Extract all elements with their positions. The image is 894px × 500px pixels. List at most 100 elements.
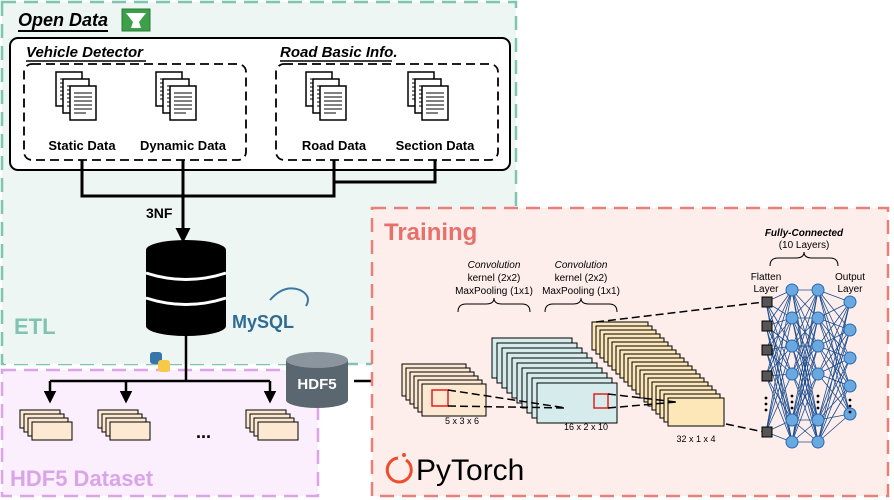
- dataset-file-stack-3: [245, 409, 299, 441]
- fc-connection: [817, 373, 851, 415]
- hidden-neuron: [785, 283, 799, 297]
- open-data-logo-icon: [121, 8, 151, 32]
- ellipsis-dot: [848, 398, 852, 402]
- dataset-file-stack-1: [19, 409, 73, 441]
- flatten-node: [761, 320, 773, 332]
- dim-label-1: 5 x 3 x 6: [445, 416, 479, 426]
- mysql-logo-icon: MySQL: [232, 287, 309, 332]
- dim-label-3: 32 x 1 x 4: [676, 434, 715, 444]
- hidden-neuron: [785, 311, 799, 325]
- etl-label: ETL: [14, 314, 56, 339]
- ellipsis-dot: [764, 402, 768, 406]
- flatten-node: [761, 370, 773, 382]
- database-icon: [145, 240, 227, 336]
- fc-brace: [769, 251, 839, 267]
- nf-label: 3NF: [146, 205, 173, 221]
- hidden-neuron: [811, 339, 825, 353]
- hdf5-label: HDF5: [297, 376, 336, 393]
- fc-connection: [765, 325, 793, 375]
- open-data-title: Open Data: [18, 10, 108, 30]
- flatten-node: [761, 344, 773, 356]
- conv1-brace: [457, 297, 531, 313]
- fc-connection: [817, 301, 851, 375]
- hidden-neuron: [811, 283, 825, 297]
- training-title: Training: [384, 219, 477, 246]
- fc-connection: [817, 357, 851, 443]
- fc-connection: [765, 345, 793, 433]
- open-data-container: [9, 37, 511, 171]
- ellipsis-dot: [764, 396, 768, 400]
- road-data-label: Road Data: [302, 138, 367, 153]
- fc-connection: [817, 301, 851, 347]
- dim-label-2: 16 x 2 x 10: [564, 422, 608, 432]
- hidden-neuron: [811, 311, 825, 325]
- static-data-label: Static Data: [48, 138, 116, 153]
- output-label-2: Layer: [837, 284, 863, 295]
- output-neuron: [843, 323, 857, 337]
- projection-lines: [447, 301, 765, 433]
- fc-connection: [791, 373, 819, 443]
- fc-connection: [817, 329, 851, 421]
- dataset-title: HDF5 Dataset: [10, 466, 154, 491]
- output-neuron: [843, 379, 857, 393]
- fc-connection: [765, 289, 793, 377]
- dynamic-data-label: Dynamic Data: [140, 138, 227, 153]
- hidden-neuron: [811, 435, 825, 449]
- kernel-box-1: [431, 389, 449, 407]
- fc-title: Fully-Connected: [765, 228, 844, 239]
- kernel-box-2: [593, 393, 609, 409]
- pytorch-logo-icon: [385, 453, 413, 484]
- fc-connection: [765, 289, 793, 327]
- flatten-node: [761, 296, 773, 308]
- hidden-neuron: [785, 367, 799, 381]
- output-neuron: [843, 407, 857, 421]
- ellipsis-dot: [848, 410, 852, 414]
- fc-connection: [765, 301, 793, 375]
- pytorch-label: PyTorch: [416, 454, 524, 487]
- road-basic-group: [275, 63, 499, 161]
- python-logo-icon: [150, 352, 170, 372]
- conv2-pool: MaxPooling (1x1): [542, 286, 620, 297]
- ellipsis-dot: [790, 400, 794, 404]
- fc-connection: [765, 317, 793, 433]
- ellipsis-dot: [790, 406, 794, 410]
- fc-network: [761, 283, 857, 449]
- fc-sub: (10 Layers): [779, 240, 830, 251]
- fc-connection: [791, 373, 819, 421]
- fc-connection: [765, 375, 793, 443]
- hidden-neuron: [785, 413, 799, 427]
- conv2-title: Convolution: [555, 260, 608, 271]
- fc-connection: [791, 289, 819, 375]
- ellipsis-dot: [848, 404, 852, 408]
- fc-connection: [791, 345, 819, 443]
- fc-connection: [791, 289, 819, 347]
- conv2-feature-maps: [591, 321, 725, 427]
- fc-connection: [765, 325, 793, 421]
- conv2-feature-map: [667, 397, 725, 427]
- fc-connection: [817, 413, 851, 443]
- input-feature-map: [421, 383, 487, 417]
- fc-connection: [765, 349, 793, 443]
- fc-connection: [817, 329, 851, 375]
- dataset-ellipsis: ...: [196, 422, 211, 442]
- ellipsis-dot: [790, 394, 794, 398]
- ellipsis-dot: [816, 400, 820, 404]
- conv2-brace: [544, 297, 618, 313]
- flatten-label-2: Layer: [753, 284, 779, 295]
- ellipsis-dot: [764, 408, 768, 412]
- hidden-neuron: [811, 367, 825, 381]
- dataset-file-stack-2: [97, 409, 151, 441]
- vehicle-detector-title: Vehicle Detector: [26, 44, 144, 61]
- fc-connection: [791, 317, 819, 375]
- fc-connection: [791, 317, 819, 421]
- conv1-feature-map: [536, 382, 618, 424]
- flatten-label-1: Flatten: [751, 272, 782, 283]
- road-basic-title: Road Basic Info.: [280, 44, 398, 61]
- fc-connection: [817, 385, 851, 443]
- fc-connection: [765, 373, 793, 433]
- fc-connection: [791, 289, 819, 421]
- conv1-pool: MaxPooling (1x1): [455, 286, 533, 297]
- fc-connection: [765, 289, 793, 351]
- hidden-neuron: [785, 339, 799, 353]
